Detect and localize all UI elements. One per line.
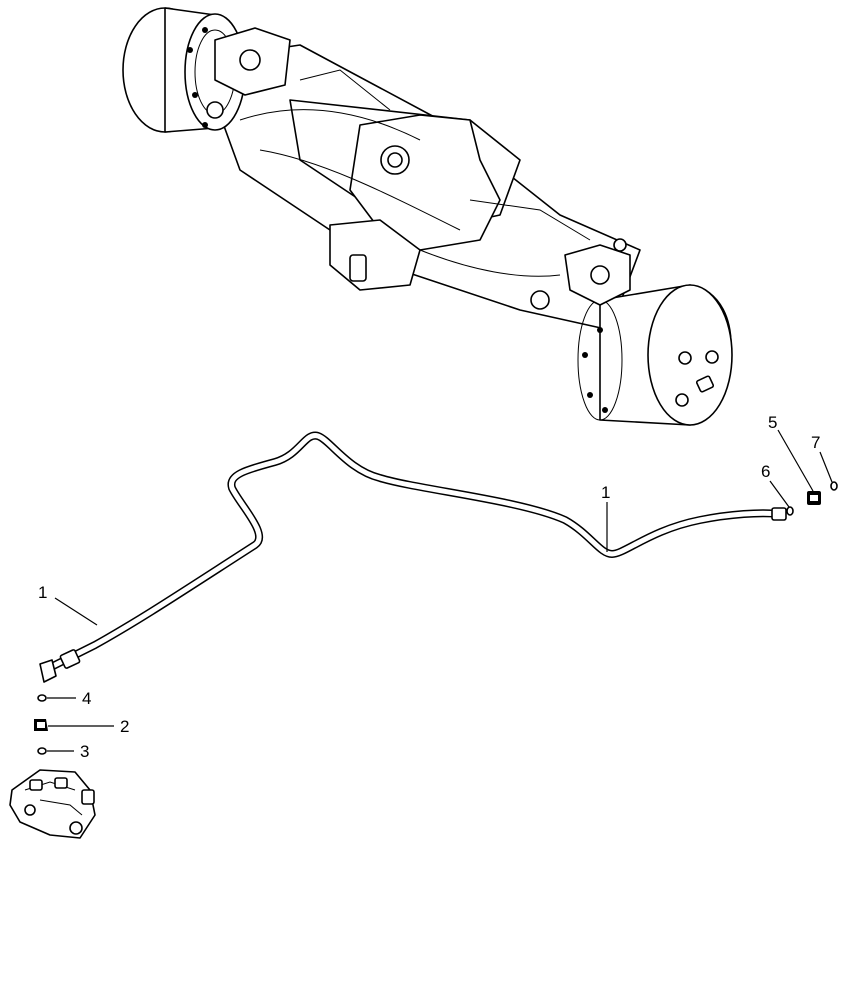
callout-item-1-left: 1 <box>38 583 98 626</box>
hydraulic-tube <box>39 431 787 683</box>
part-adapter-fitting-2 <box>34 719 48 731</box>
part-seal-ring-3 <box>37 747 47 755</box>
part-seal-ring-7 <box>830 481 838 491</box>
callout-label: 2 <box>120 717 129 736</box>
callout-item-4: 4 <box>47 689 91 708</box>
callout-label: 7 <box>811 433 820 452</box>
part-seal-ring-4 <box>37 694 47 702</box>
axle-assembly <box>122 7 733 426</box>
valve-block <box>9 769 96 839</box>
callout-label: 1 <box>38 583 47 602</box>
callout-item-1-right: 1 <box>601 483 610 552</box>
callout-item-6: 6 <box>761 462 790 508</box>
callout-label: 3 <box>80 742 89 761</box>
callout-item-5: 5 <box>768 413 814 492</box>
part-adapter-fitting-5 <box>807 491 821 505</box>
part-seal-ring-6 <box>786 506 794 516</box>
callout-label: 5 <box>768 413 777 432</box>
callout-item-2: 2 <box>48 717 129 736</box>
callout-item-3: 3 <box>47 742 89 761</box>
callout-label: 4 <box>82 689 91 708</box>
callout-item-7: 7 <box>811 433 833 483</box>
callout-label: 6 <box>761 462 770 481</box>
callout-label: 1 <box>601 483 610 502</box>
